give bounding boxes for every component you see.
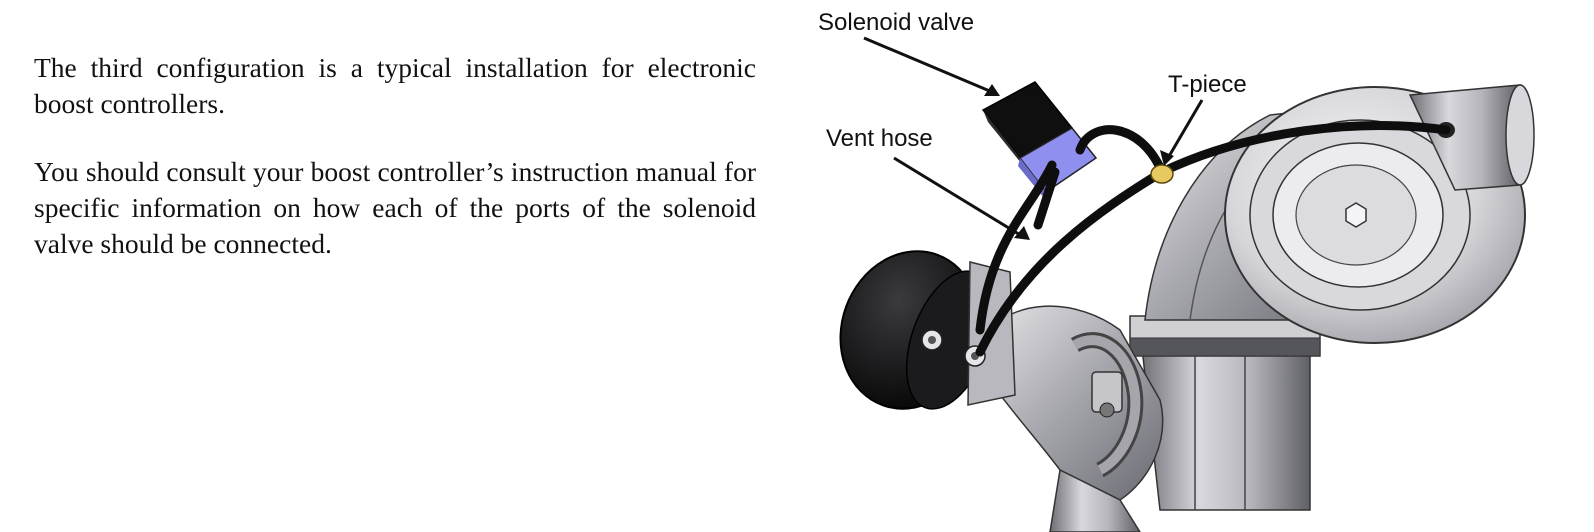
wastegate-elbow: [969, 305, 1164, 532]
intro-paragraph: The third configuration is a typical ins…: [34, 52, 756, 119]
t-piece-fitting: [1150, 164, 1174, 184]
exhaust-manifold: [1129, 315, 1321, 511]
callout-leaders: [863, 36, 1204, 240]
instruction-paragraph: You should consult your boost controller…: [34, 156, 756, 259]
callout-solenoid-valve: Solenoid valve: [818, 9, 974, 36]
installation-diagram: Solenoid valve Vent hose T-piece: [818, 9, 1535, 532]
boost-controller-installation-figure: Solenoid valve Vent hose T-piece: [800, 0, 1594, 532]
wastegate-actuator: [839, 250, 1016, 410]
solenoid-valve: [981, 81, 1098, 198]
callout-vent-hose: Vent hose: [826, 125, 933, 152]
turbocharger: [1224, 84, 1535, 344]
callout-t-piece: T-piece: [1168, 71, 1247, 98]
text-column: The third configuration is a typical ins…: [34, 50, 756, 294]
